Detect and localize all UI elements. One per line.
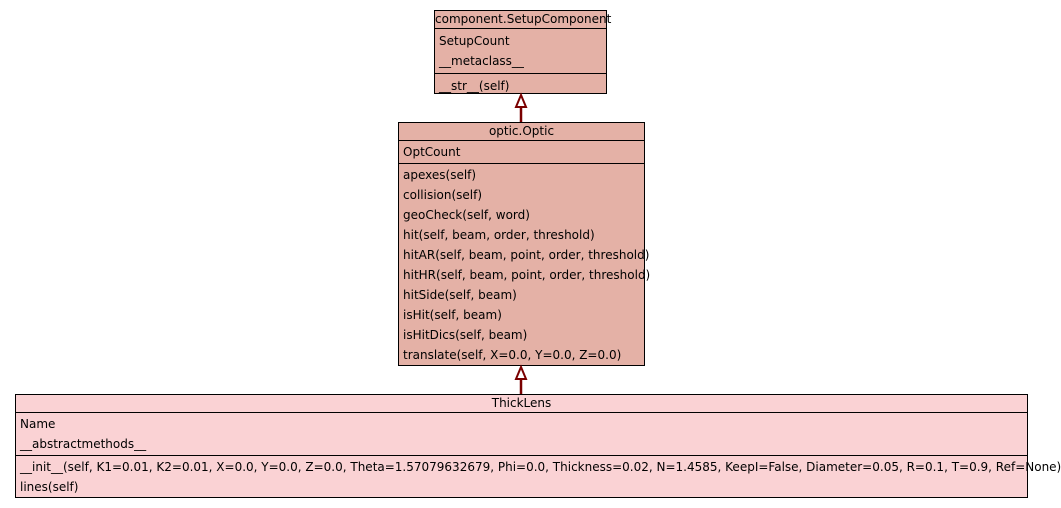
hollow-triangle-arrowhead-icon — [514, 364, 528, 380]
attribute: __abstractmethods__ — [20, 437, 147, 451]
method: isHit(self, beam) — [403, 308, 502, 322]
methods-section: apexes(self) collision(self) geoCheck(se… — [399, 163, 651, 366]
methods-section: __str__(self) — [435, 73, 606, 98]
attributes-section: SetupCount __metaclass__ — [435, 29, 606, 73]
method: collision(self) — [403, 188, 483, 202]
method: hitHR(self, beam, point, order, threshol… — [403, 268, 651, 282]
class-name: component.SetupComponent — [435, 11, 611, 29]
hollow-triangle-arrowhead-icon — [514, 92, 528, 108]
class-name: ThickLens — [16, 395, 1027, 413]
method: __str__(self) — [439, 79, 510, 93]
method: translate(self, X=0.0, Y=0.0, Z=0.0) — [403, 348, 622, 362]
method: hitSide(self, beam) — [403, 288, 517, 302]
attributes-section: Name __abstractmethods__ — [16, 413, 1027, 455]
class-setup-component[interactable]: component.SetupComponent SetupCount __me… — [434, 10, 611, 94]
attribute: Name — [20, 417, 56, 431]
class-optic[interactable]: optic.Optic OptCount apexes(self) collis… — [398, 122, 651, 366]
attribute: SetupCount — [439, 34, 510, 48]
inheritance-arrow-thick-lens-to-optic — [514, 364, 528, 394]
method: hit(self, beam, order, threshold) — [403, 228, 595, 242]
method: apexes(self) — [403, 168, 477, 182]
class-name: optic.Optic — [399, 123, 644, 141]
method: __init__(self, K1=0.01, K2=0.01, X=0.0, … — [20, 460, 1061, 474]
inheritance-arrow-optic-to-setup-component — [514, 92, 528, 122]
attribute: __metaclass__ — [439, 54, 524, 68]
attributes-section: OptCount — [399, 141, 644, 163]
methods-section: __init__(self, K1=0.01, K2=0.01, X=0.0, … — [16, 455, 1061, 498]
class-thick-lens[interactable]: ThickLens Name __abstractmethods__ __ini… — [15, 394, 1061, 498]
attribute: OptCount — [403, 145, 461, 159]
method: geoCheck(self, word) — [403, 208, 530, 222]
method: isHitDics(self, beam) — [403, 328, 528, 342]
method: hitAR(self, beam, point, order, threshol… — [403, 248, 650, 262]
method: lines(self) — [20, 480, 79, 494]
